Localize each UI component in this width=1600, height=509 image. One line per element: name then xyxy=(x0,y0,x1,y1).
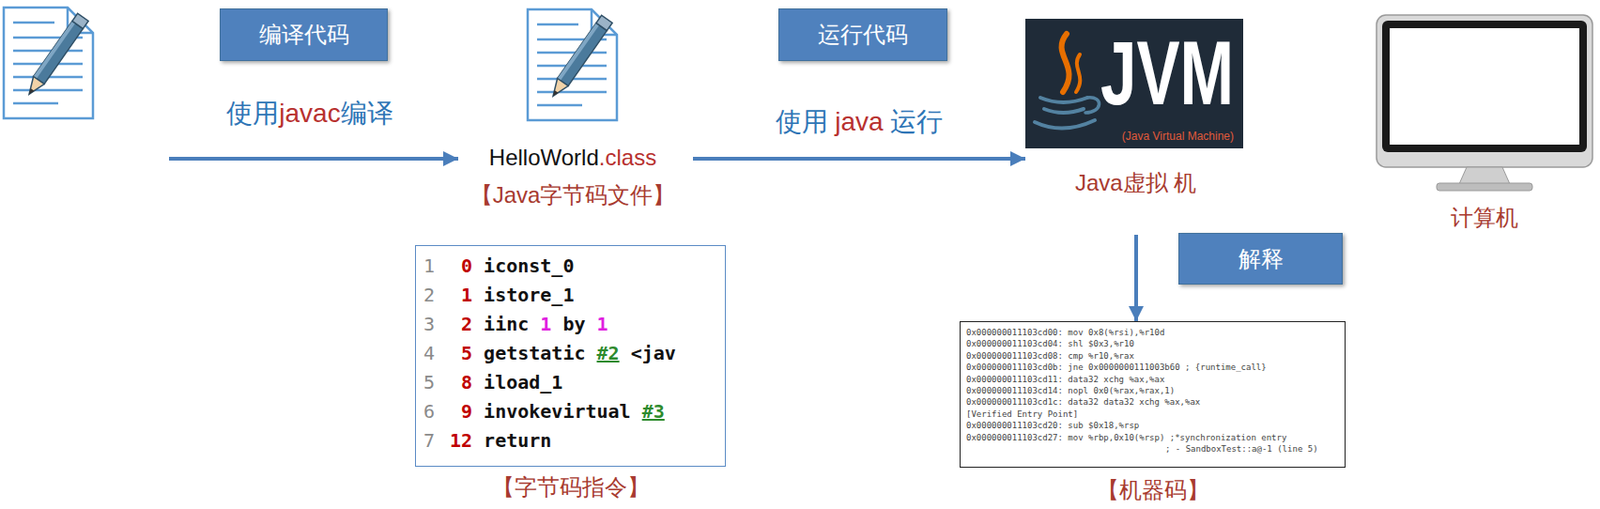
computer-icon: 计算机 xyxy=(1375,15,1594,241)
bytecode-row: 3 2 iinc 1 by 1 xyxy=(423,309,718,339)
code-token: #2 xyxy=(597,338,620,369)
code-token: iinc xyxy=(483,309,529,339)
logo-caption: Java虚拟 机 xyxy=(1075,169,1202,198)
text-part: 运行 xyxy=(883,107,944,137)
code-token: 9 xyxy=(447,397,473,427)
code-token: <jav xyxy=(630,338,677,369)
asm-row: ; - SandboxTest::a@-1 (line 5) xyxy=(966,443,1339,455)
highlight-word: javac xyxy=(278,98,340,128)
code-token: 5 xyxy=(447,338,473,369)
asm-row: 0x000000011103cd00: mov 0x8(%rsi),%r10d xyxy=(966,326,1339,339)
text-part: HelloWorld xyxy=(489,144,600,170)
logo-subtitle: (Java Virtual Machine) xyxy=(1025,129,1244,143)
step-box: 编译代码 xyxy=(219,8,388,62)
class-file: HelloWorld.class 【Java字节码文件】 xyxy=(460,7,686,219)
code-token: by xyxy=(562,309,585,339)
text-part: 使用 xyxy=(226,98,279,128)
edge-label-holder: 使用 java 运行 xyxy=(718,106,1000,139)
code-frame: 1 0 iconst_02 1 istore_13 2 iinc 1 by 14… xyxy=(415,245,726,467)
code-token: 2 xyxy=(423,280,437,310)
flow-arrow xyxy=(1134,234,1139,322)
bytecode-listing: 1 0 iconst_02 1 istore_13 2 iinc 1 by 14… xyxy=(415,245,727,505)
file-caption: 【Java字节码文件】 xyxy=(460,181,686,210)
bytecode-row: 4 5 getstatic #2 <jav xyxy=(423,338,718,369)
bytecode-row: 6 9 invokevirtual #3 xyxy=(423,397,718,427)
listing-caption: 【机器码】 xyxy=(959,476,1347,504)
code-token: 1 xyxy=(447,280,473,310)
code-token: 8 xyxy=(447,368,473,398)
code-token: 5 xyxy=(423,368,437,398)
asm-row: 0x000000011103cd0b: jne 0x0000000111003b… xyxy=(966,361,1339,373)
bytecode-row: 5 8 iload_1 xyxy=(423,368,718,398)
asm-frame: 0x000000011103cd00: mov 0x8(%rsi),%r10d0… xyxy=(959,321,1346,468)
logo-word: JVM xyxy=(1100,22,1234,124)
code-token: 4 xyxy=(423,338,437,369)
code-token: 12 xyxy=(447,426,473,456)
code-token: 1 xyxy=(597,309,609,339)
code-token: 2 xyxy=(447,309,473,339)
listing-caption: 【字节码指令】 xyxy=(415,474,727,501)
highlight-word: java xyxy=(834,107,883,137)
flow-arrow xyxy=(692,156,1026,161)
code-token: 6 xyxy=(423,397,437,427)
bytecode-row: 7 12 return xyxy=(423,426,718,456)
jvm-logo: JVM (Java Virtual Machine) Java虚拟 机 xyxy=(1025,18,1244,235)
text-part: 编译 xyxy=(340,98,394,128)
asm-row: [Verified Entry Point] xyxy=(966,408,1339,420)
asm-row: 0x000000011103cd04: shl $0x3,%r10 xyxy=(966,338,1339,350)
asm-row: 0x000000011103cd20: sub $0x18,%rsp xyxy=(966,419,1339,431)
box-label: 运行代码 xyxy=(817,20,908,49)
asm-row: 0x000000011103cd11: data32 xchg %ax,%ax xyxy=(966,373,1339,385)
bytecode-row: 1 0 iconst_0 xyxy=(423,251,718,281)
step-box: 运行代码 xyxy=(778,8,948,62)
code-token: 1 xyxy=(539,309,552,339)
asm-row: 0x000000011103cd27: mov %rbp,0x10(%rsp) … xyxy=(966,431,1339,444)
code-token: iconst_0 xyxy=(483,251,574,281)
file-name: HelloWorld.class xyxy=(460,143,686,172)
arrow-label: 使用javac编译 xyxy=(222,97,397,130)
label-holder: 使用javac编译 xyxy=(169,97,451,130)
code-token: iload_1 xyxy=(483,368,563,398)
code-token: 3 xyxy=(423,309,437,339)
bytecode-row: 2 1 istore_1 xyxy=(423,280,718,310)
edge-label: 使用 java 运行 xyxy=(771,106,948,139)
code-token: getstatic xyxy=(483,338,585,369)
code-token: invokevirtual xyxy=(483,397,631,427)
code-token: istore_1 xyxy=(483,280,574,310)
code-token: 7 xyxy=(423,426,437,456)
step-box: 解释 xyxy=(1178,232,1343,285)
code-token: return xyxy=(483,426,552,456)
asm-row: 0x000000011103cd08: cmp %r10,%rax xyxy=(966,350,1339,362)
text-part: 使用 xyxy=(775,107,836,137)
highlight-word: .class xyxy=(599,144,657,170)
code-token: 1 xyxy=(423,251,437,281)
box-label: 编译代码 xyxy=(259,20,350,49)
icon-caption: 计算机 xyxy=(1375,203,1594,232)
code-token: #3 xyxy=(642,397,665,427)
box-label: 解释 xyxy=(1238,245,1284,274)
machine-code-listing: 0x000000011103cd00: mov 0x8(%rsi),%r10d0… xyxy=(959,321,1347,504)
asm-row: 0x000000011103cd1c: data32 data32 xchg %… xyxy=(966,396,1339,408)
asm-row: 0x000000011103cd14: nopl 0x0(%rax,%rax,1… xyxy=(966,384,1339,397)
code-token: 0 xyxy=(447,251,473,281)
